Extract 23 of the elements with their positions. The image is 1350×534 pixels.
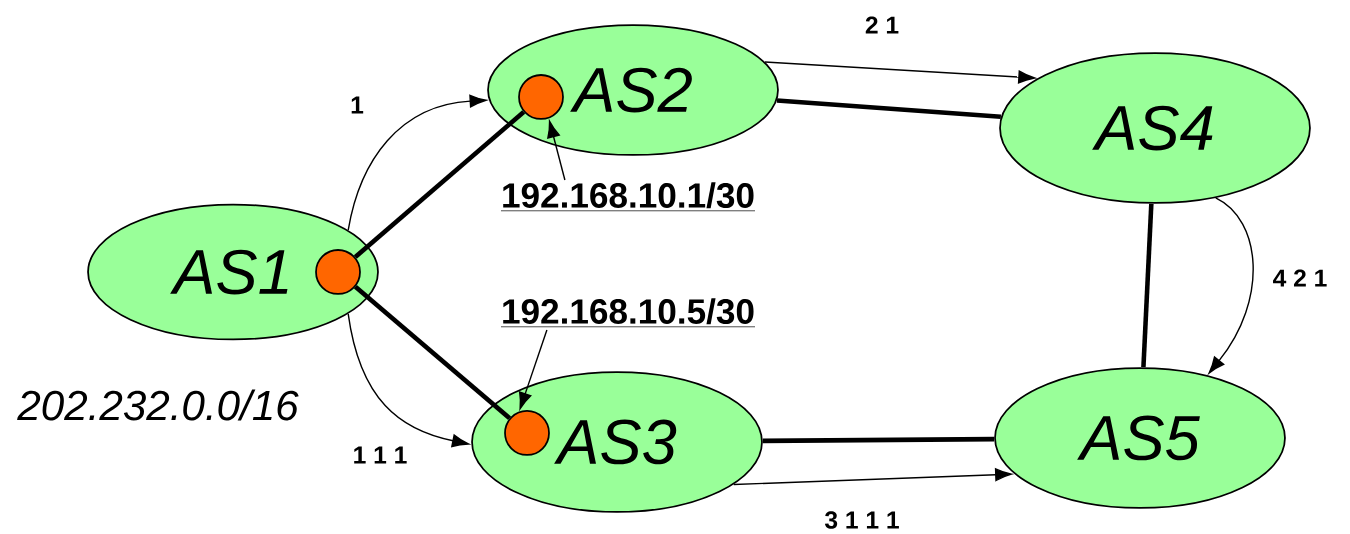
ip-address-label: 192.168.10.1/30 (500, 182, 756, 212)
route-arrow (347, 94, 487, 231)
router-dot (518, 74, 564, 120)
leader-line (547, 120, 566, 181)
prefix-label: 202.232.0.0/16 (17, 389, 299, 421)
edge-label: 1 (348, 94, 366, 116)
edge-label: 1 1 1 (350, 444, 410, 466)
edge-label: 2 1 (863, 14, 901, 36)
router-dot (315, 249, 361, 295)
link-line (762, 436, 995, 444)
link-line (776, 98, 1002, 120)
route-arrow (1208, 197, 1254, 374)
leader-line (518, 329, 548, 410)
route-arrow (347, 313, 470, 448)
link-line (353, 285, 512, 420)
link-line (1141, 203, 1154, 368)
link-line (353, 110, 526, 259)
router-dot (504, 410, 550, 456)
edge-label: 4 2 1 (1270, 267, 1330, 289)
route-arrow (764, 61, 1036, 84)
route-arrow (733, 468, 1013, 486)
ip-address-label: 192.168.10.5/30 (500, 298, 756, 328)
edge-label: 3 1 1 1 (822, 509, 902, 531)
